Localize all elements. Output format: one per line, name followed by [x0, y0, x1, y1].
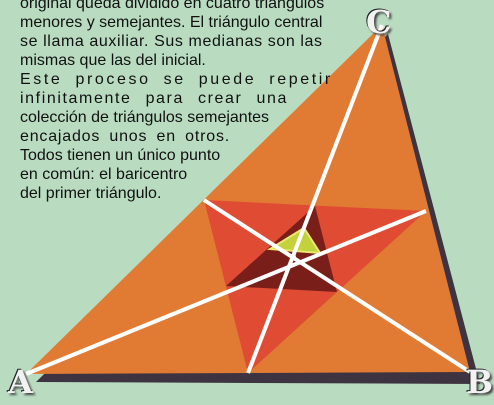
vertex-label-c: C: [366, 3, 392, 41]
text-line-8: encajados unos en otros.: [20, 128, 230, 145]
text-line-1: original queda dividido en cuatro triáng…: [20, 0, 325, 12]
median-from-a: [25, 209, 427, 376]
text-line-11: del primer triángulo.: [20, 185, 162, 202]
median-from-b: [202, 198, 472, 374]
text-line-3: se llama auxiliar. Sus medianas son las: [20, 33, 323, 50]
text-line-9: Todos tienen un único punto: [20, 147, 221, 164]
explanation-text: original queda dividido en cuatro triáng…: [20, 0, 365, 203]
text-line-10: en común: el baricentro: [20, 166, 188, 183]
text-line-5: Este proceso se puede repetir: [20, 71, 333, 88]
outer-triangle: [26, 25, 470, 374]
text-line-2: menores y semejantes. El triángulo centr…: [20, 14, 323, 31]
text-line-6: infinitamente para crear una: [20, 90, 289, 107]
text-line-7: colección de triángulos semejantes: [20, 109, 270, 126]
vertex-label-a: A: [8, 363, 33, 401]
text-line-4: mismas que las del inicial.: [20, 52, 206, 69]
vertex-label-b: B: [466, 363, 494, 401]
centroid-point: [290, 254, 296, 260]
median-from-c: [246, 24, 384, 374]
